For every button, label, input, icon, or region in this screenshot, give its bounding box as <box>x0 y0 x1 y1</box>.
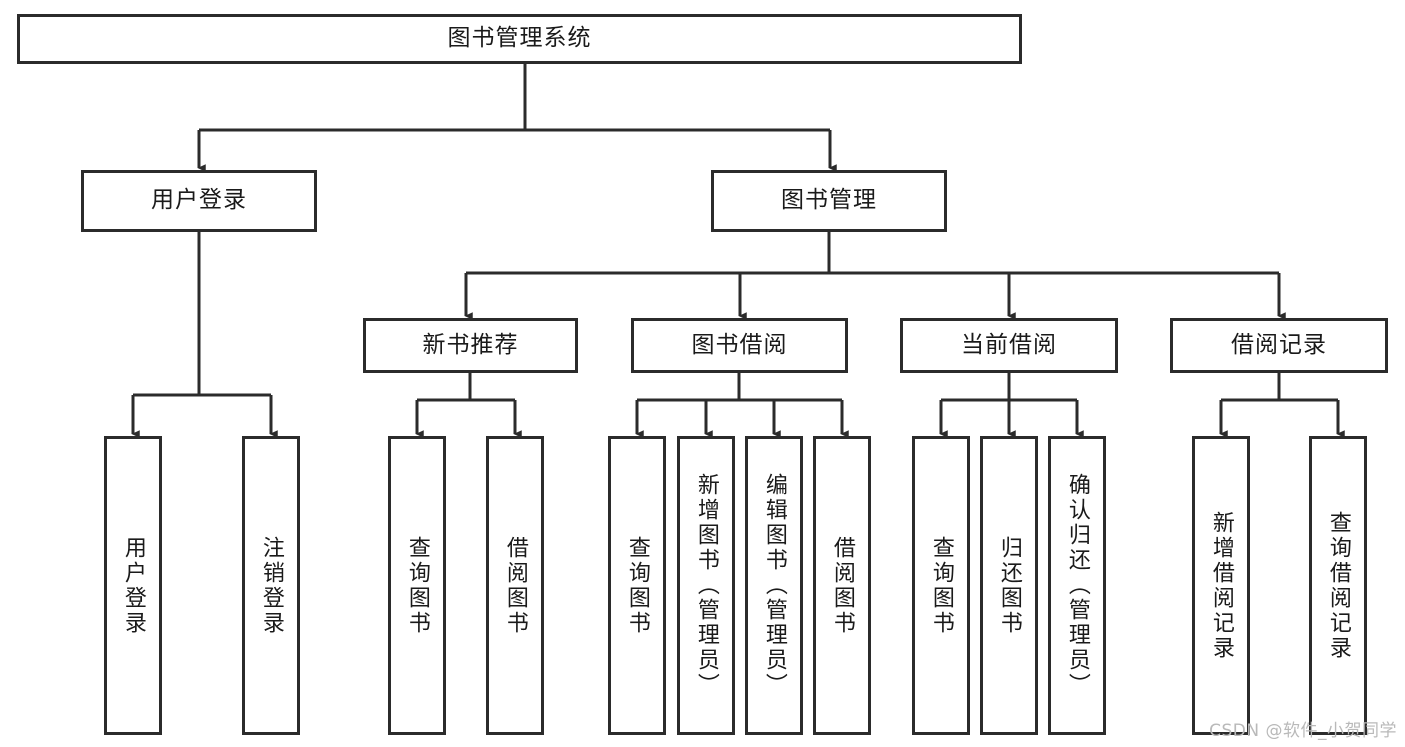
node-leaf-add-book[interactable]: 新增图书（管理员） <box>677 436 735 735</box>
node-label: 用户登录 <box>120 535 146 636</box>
node-leaf-query-record[interactable]: 查询借阅记录 <box>1309 436 1367 735</box>
node-root-system[interactable]: 图书管理系统 <box>17 14 1022 64</box>
node-leaf-query-book-2[interactable]: 查询图书 <box>608 436 666 735</box>
node-book-management[interactable]: 图书管理 <box>711 170 947 232</box>
node-label: 编辑图书（管理员） <box>761 473 787 698</box>
node-leaf-user-logout[interactable]: 注销登录 <box>242 436 300 735</box>
node-borrow-record[interactable]: 借阅记录 <box>1170 318 1388 373</box>
node-label: 注销登录 <box>258 535 284 636</box>
node-label: 查询图书 <box>928 535 954 636</box>
node-label: 新增图书（管理员） <box>693 473 719 698</box>
node-label: 图书管理系统 <box>447 25 592 52</box>
node-leaf-confirm-return[interactable]: 确认归还（管理员） <box>1048 436 1106 735</box>
node-current-borrow[interactable]: 当前借阅 <box>900 318 1118 373</box>
node-leaf-return-book[interactable]: 归还图书 <box>980 436 1038 735</box>
node-label: 借阅记录 <box>1231 331 1327 358</box>
node-label: 借阅图书 <box>829 535 855 636</box>
node-leaf-add-record[interactable]: 新增借阅记录 <box>1192 436 1250 735</box>
node-label: 新书推荐 <box>422 331 519 358</box>
node-new-book-recommend[interactable]: 新书推荐 <box>363 318 578 373</box>
node-label: 查询借阅记录 <box>1325 510 1351 661</box>
node-book-borrow[interactable]: 图书借阅 <box>631 318 848 373</box>
node-label: 图书借阅 <box>691 331 788 358</box>
node-label: 归还图书 <box>996 535 1022 636</box>
node-leaf-query-book-1[interactable]: 查询图书 <box>388 436 446 735</box>
node-label: 当前借阅 <box>961 331 1057 358</box>
node-label: 图书管理 <box>781 187 877 214</box>
node-label: 确认归还（管理员） <box>1064 473 1090 698</box>
node-label: 查询图书 <box>624 535 650 636</box>
node-leaf-user-login[interactable]: 用户登录 <box>104 436 162 735</box>
node-label: 新增借阅记录 <box>1208 510 1234 661</box>
node-leaf-borrow-book-1[interactable]: 借阅图书 <box>486 436 544 735</box>
csdn-watermark: CSDN @软件_小贺同学 <box>1209 721 1397 741</box>
node-leaf-borrow-book-2[interactable]: 借阅图书 <box>813 436 871 735</box>
node-label: 查询图书 <box>404 535 430 636</box>
node-label: 用户登录 <box>151 187 247 214</box>
node-user-login[interactable]: 用户登录 <box>81 170 317 232</box>
node-label: 借阅图书 <box>502 535 528 636</box>
node-leaf-edit-book[interactable]: 编辑图书（管理员） <box>745 436 803 735</box>
node-leaf-query-book-3[interactable]: 查询图书 <box>912 436 970 735</box>
